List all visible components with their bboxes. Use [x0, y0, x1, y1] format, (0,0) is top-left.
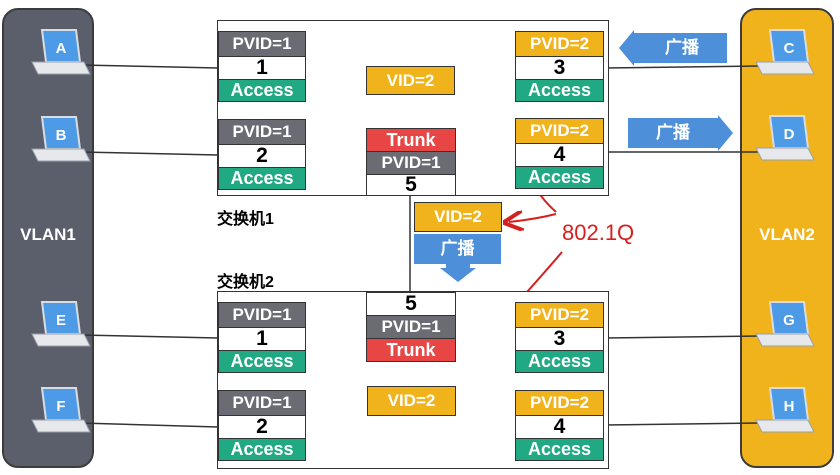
switch1-broadcast-label: 广播: [397, 38, 431, 57]
switch1-port5-pvid: PVID=1: [366, 151, 456, 175]
switch1-port4-number: 4: [515, 143, 604, 167]
switch1-port2-pvid: PVID=1: [218, 119, 306, 145]
link-e-port1: [79, 334, 219, 339]
switch1-port3-number: 3: [515, 56, 604, 80]
switch1-port2-mode: Access: [218, 167, 306, 190]
inter-switch-broadcast-arrow-shape: [414, 234, 501, 282]
laptop-a-icon: [31, 29, 91, 75]
switch2-port2-mode: Access: [218, 438, 306, 461]
switch1-vid: VID=2: [366, 66, 455, 95]
vlan2-label: VLAN2: [759, 225, 815, 244]
link-h-port4: [602, 422, 761, 426]
switch2-port4-mode: Access: [515, 438, 604, 461]
laptop-b-icon: [31, 116, 91, 162]
host-a-label: A: [56, 40, 67, 57]
switch2-port3-mode: Access: [515, 350, 604, 373]
switch1-port3-pvid: PVID=2: [515, 31, 604, 57]
host-f-label: F: [56, 398, 65, 415]
switch2-port4-pvid: PVID=2: [515, 390, 604, 416]
d-broadcast-label: 广播: [656, 123, 690, 142]
host-h-label: H: [784, 398, 795, 415]
switch2-port1-number: 1: [218, 327, 306, 351]
switch1-port1-pvid: PVID=1: [218, 31, 306, 57]
laptop-f-icon: [31, 387, 91, 433]
host-d-label: D: [784, 126, 795, 143]
c-broadcast-label: 广播: [665, 38, 699, 57]
link-g-port3: [602, 335, 761, 339]
switch2-port3-number: 3: [515, 327, 604, 351]
laptop-h-icon: [755, 387, 815, 433]
switch1-port4-pvid: PVID=2: [515, 118, 604, 144]
switch1-port5-number: 5: [366, 173, 456, 196]
inter-switch-vid: VID=2: [414, 202, 502, 232]
switch2-port1-pvid: PVID=1: [218, 302, 306, 328]
vlan1-label: VLAN1: [20, 225, 76, 244]
laptop-d-icon: [755, 115, 815, 161]
switch2-port5-mode: Trunk: [366, 338, 456, 362]
host-c-label: C: [784, 40, 795, 57]
inter-switch-broadcast-label: 广播: [440, 239, 475, 258]
switch1-port2-number: 2: [218, 144, 306, 168]
laptop-c-icon: [755, 29, 815, 75]
switch1-port1-mode: Access: [218, 79, 306, 102]
switch1-port1-number: 1: [218, 56, 306, 80]
switch2-port4-number: 4: [515, 415, 604, 439]
link-f-port2: [79, 422, 219, 428]
switch1-port4-mode: Access: [515, 166, 604, 189]
host-g-label: G: [783, 312, 795, 329]
link-c-port3: [602, 65, 761, 69]
switch1-port5-mode: Trunk: [366, 128, 456, 152]
annotation-stroke-vid: [509, 214, 557, 222]
d-broadcast-arrow-shape: [628, 115, 733, 151]
annotation-8021q: 802.1Q: [562, 220, 635, 245]
c-broadcast-arrow-shape: [619, 30, 727, 66]
link-a-port1: [79, 64, 219, 69]
switch2-vid: VID=2: [367, 386, 456, 416]
switch2-port3-pvid: PVID=2: [515, 302, 604, 328]
switch2-name: 交换机2: [217, 274, 274, 291]
laptop-e-icon: [31, 301, 91, 347]
switch1-port3-mode: Access: [515, 79, 604, 102]
switch2-port1-mode: Access: [218, 350, 306, 373]
host-b-label: B: [56, 127, 67, 144]
host-e-label: E: [56, 312, 66, 329]
switch2-port2-pvid: PVID=1: [218, 390, 306, 416]
switch1-name: 交换机1: [217, 211, 274, 228]
switch2-port5-number: 5: [366, 292, 456, 316]
switch2-port2-number: 2: [218, 415, 306, 439]
switch2-broadcast-label: 广播: [394, 424, 429, 443]
laptop-g-icon: [755, 301, 815, 347]
switch2-port5-pvid: PVID=1: [366, 315, 456, 339]
link-b-port2: [79, 151, 219, 156]
